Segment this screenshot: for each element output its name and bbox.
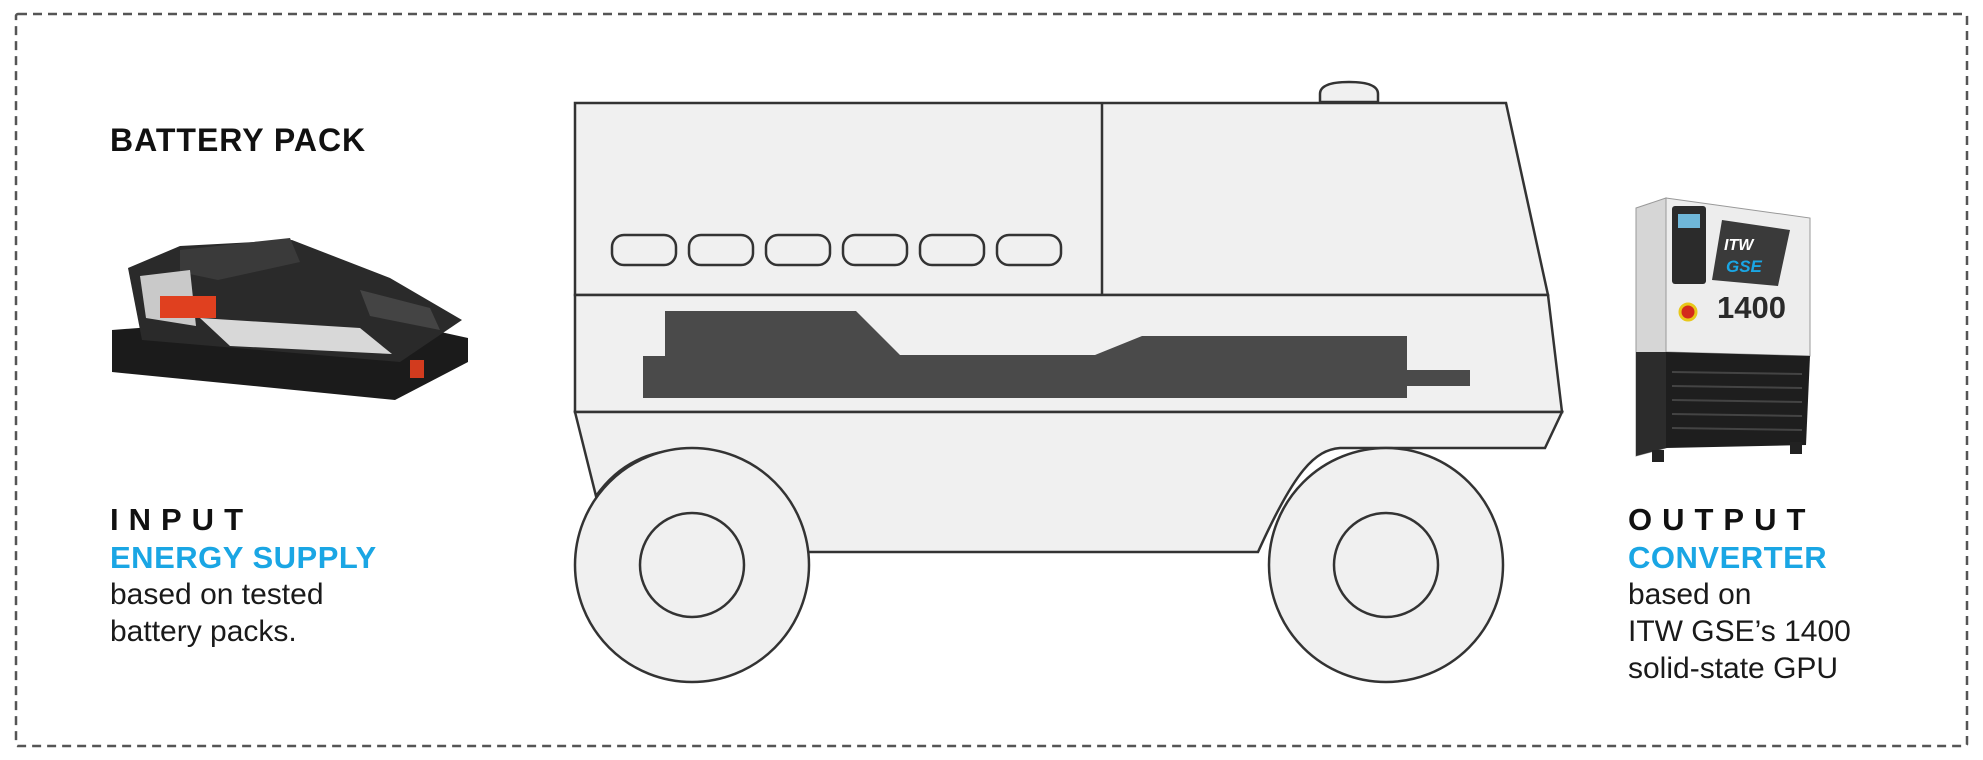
input-description-line2: battery packs. (110, 615, 297, 648)
gpu-unit-image: ITW GSE 1400 (1635, 197, 1811, 462)
vehicle-roof-cap (1318, 80, 1380, 104)
gpu-display (1678, 214, 1700, 228)
gpu-brand-line2: GSE (1726, 257, 1763, 276)
vehicle-window-6 (995, 233, 1063, 267)
gpu-vent-5 (1671, 427, 1803, 431)
vehicle-battery-silhouette (643, 311, 1470, 398)
battery-pack-image (112, 238, 468, 400)
battery-cells-silver (200, 318, 392, 354)
gpu-foot-right (1790, 442, 1802, 454)
battery-red-connector (410, 360, 424, 378)
converter-subtitle: CONVERTER (1628, 540, 1828, 575)
vehicle-window-1 (610, 233, 678, 267)
output-description-line1: based on (1628, 578, 1752, 611)
battery-pack-heading: BATTERY PACK (110, 122, 367, 158)
gpu-vent-4 (1671, 413, 1803, 417)
battery-red-terminals (160, 296, 216, 318)
gpu-logo-badge (1712, 220, 1790, 286)
battery-cover (180, 238, 300, 280)
vehicle-window-4 (841, 233, 909, 267)
gpu-lower-side (1636, 352, 1666, 456)
output-description-line2: ITW GSE’s 1400 (1628, 615, 1851, 648)
vehicle-outline-icon (573, 80, 1564, 684)
gpu-vent-2 (1671, 385, 1803, 389)
gpu-emergency-stop (1678, 302, 1698, 322)
vehicle-front-hub (638, 511, 746, 619)
gpu-vent-3 (1671, 399, 1803, 403)
gpu-lower-front (1666, 352, 1810, 448)
gpu-foot-left (1652, 450, 1664, 462)
input-description-line1: based on tested (110, 578, 324, 611)
vehicle-window-5 (918, 233, 986, 267)
output-description-line3: solid-state GPU (1628, 652, 1839, 685)
output-title: OUTPUT (1628, 502, 1816, 537)
vehicle-window-3 (764, 233, 832, 267)
gpu-brand-line1: ITW (1724, 237, 1755, 254)
battery-ribs (360, 290, 440, 330)
energy-supply-subtitle: ENERGY SUPPLY (110, 540, 377, 575)
gpu-vent-1 (1671, 371, 1803, 375)
vehicle-rear-hub (1332, 511, 1440, 619)
input-title: INPUT (110, 502, 253, 537)
gpu-model-number: 1400 (1717, 290, 1786, 325)
vehicle-window-2 (687, 233, 755, 267)
dashed-border (14, 12, 1969, 748)
